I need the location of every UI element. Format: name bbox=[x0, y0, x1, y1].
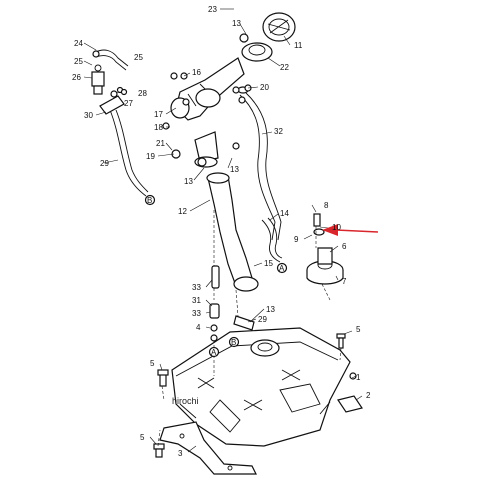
callout-13c: 13 bbox=[230, 165, 239, 174]
ref-a-2: A bbox=[211, 348, 217, 357]
small-fittings bbox=[110, 72, 252, 167]
callout-25: 25 bbox=[134, 53, 143, 62]
callout-2: 2 bbox=[366, 391, 371, 400]
callout-1: 1 bbox=[356, 373, 361, 382]
breather-hose-32 bbox=[237, 86, 282, 241]
callout-26: 26 bbox=[72, 73, 81, 82]
callout-18: 18 bbox=[154, 123, 163, 132]
callout-labels: 23 13 11 24 25 25 26 16 22 20 28 27 30 1… bbox=[72, 5, 371, 458]
callout-22: 22 bbox=[280, 63, 289, 72]
ref-a-1: A bbox=[279, 264, 285, 273]
fuel-tank bbox=[171, 327, 351, 447]
callout-17: 17 bbox=[154, 110, 163, 119]
callout-5b: 5 bbox=[140, 433, 145, 442]
callout-4: 4 bbox=[196, 323, 201, 332]
hose-33 bbox=[209, 265, 255, 342]
callout-15: 15 bbox=[264, 259, 273, 268]
filler-neck-cap bbox=[239, 33, 273, 62]
callout-23: 23 bbox=[208, 5, 217, 14]
callout-8: 8 bbox=[324, 201, 329, 210]
callout-25b: 25 bbox=[74, 57, 83, 66]
filler-neck bbox=[170, 57, 245, 121]
callout-6: 6 bbox=[342, 242, 347, 251]
callout-33: 33 bbox=[192, 283, 201, 292]
callout-14: 14 bbox=[280, 209, 289, 218]
callout-11: 11 bbox=[294, 41, 303, 50]
callout-16: 16 bbox=[192, 68, 201, 77]
callout-3: 3 bbox=[178, 449, 183, 458]
bracket-3 bbox=[159, 421, 257, 475]
callout-24: 24 bbox=[74, 39, 83, 48]
callout-7: 7 bbox=[342, 277, 347, 286]
callout-9: 9 bbox=[294, 235, 299, 244]
callout-27: 27 bbox=[124, 99, 133, 108]
vent-hose-24 bbox=[92, 49, 129, 71]
callout-32: 32 bbox=[274, 127, 283, 136]
filler-tube bbox=[194, 131, 259, 292]
callout-28: 28 bbox=[138, 89, 147, 98]
callout-5c: 5 bbox=[356, 325, 361, 334]
callout-29b: 29 bbox=[258, 315, 267, 324]
ref-b-1: B bbox=[147, 196, 152, 205]
callout-31: 31 bbox=[192, 296, 201, 305]
fuel-pump bbox=[306, 213, 344, 285]
callout-5: 5 bbox=[150, 359, 155, 368]
watermark-text: hirochi bbox=[172, 396, 199, 406]
callout-33b: 33 bbox=[192, 309, 201, 318]
fuel-cap bbox=[262, 12, 296, 42]
hose-14 bbox=[261, 217, 283, 263]
drain-hose-29 bbox=[99, 95, 149, 197]
callout-29: 29 bbox=[100, 159, 109, 168]
leader-lines bbox=[83, 8, 363, 453]
callout-12: 12 bbox=[178, 207, 187, 216]
callout-13d: 13 bbox=[266, 305, 275, 314]
callout-13b: 13 bbox=[184, 177, 193, 186]
ref-b-2: B bbox=[231, 338, 236, 347]
callout-10: 10 bbox=[332, 223, 341, 232]
reference-markers: B B A A bbox=[144, 194, 288, 358]
callout-19: 19 bbox=[146, 152, 155, 161]
callout-20: 20 bbox=[260, 83, 269, 92]
callout-30: 30 bbox=[84, 111, 93, 120]
valve-26 bbox=[91, 64, 105, 95]
highlight-arrow bbox=[322, 224, 379, 236]
callout-21: 21 bbox=[156, 139, 165, 148]
callout-13: 13 bbox=[232, 19, 241, 28]
